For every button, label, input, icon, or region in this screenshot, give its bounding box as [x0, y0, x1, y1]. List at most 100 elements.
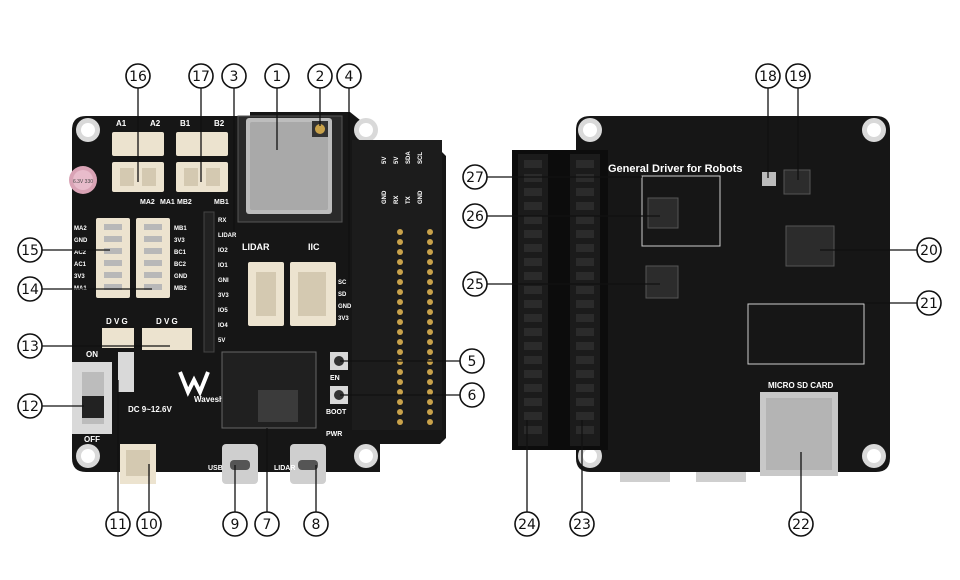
io-pin-label: LIDAR — [218, 233, 237, 239]
header-hole — [427, 319, 433, 325]
usb-c-port — [222, 444, 258, 484]
header-hole — [427, 339, 433, 345]
callout-circle — [916, 237, 942, 263]
callout-number: 19 — [789, 69, 807, 85]
label-lidar: LIDAR — [242, 242, 270, 252]
callout-number: 6 — [468, 388, 477, 404]
callout-circle — [462, 271, 488, 297]
callout-number: 23 — [573, 517, 591, 533]
io-pin-label: IO2 — [218, 248, 228, 254]
header-column-label: 5V — [394, 157, 400, 164]
callout-1: 1 — [264, 63, 290, 150]
mounting-holes-front — [76, 118, 378, 468]
header-socket — [576, 342, 594, 350]
callout-number: 9 — [231, 517, 240, 533]
header-socket — [524, 384, 542, 392]
io-pin-label: GNI — [218, 278, 229, 284]
micro-sd-slot — [760, 392, 838, 476]
power-input-connector — [120, 444, 156, 484]
encoder-connector-left — [96, 218, 130, 298]
callout-circle — [188, 63, 214, 89]
callout-25: 25 — [462, 271, 660, 297]
callout-number: 1 — [273, 69, 282, 85]
header-hole — [397, 329, 403, 335]
header-hole — [427, 349, 433, 355]
header-hole — [397, 369, 403, 375]
header-socket — [576, 356, 594, 364]
callout-10: 10 — [136, 464, 162, 537]
callout-number: 10 — [140, 517, 158, 533]
left-pin-label: 3V3 — [74, 274, 85, 280]
header-socket — [524, 426, 542, 434]
header-column-label: GND — [382, 190, 388, 204]
callout-27: 27 — [462, 164, 642, 190]
header-hole — [397, 259, 403, 265]
header-socket — [576, 272, 594, 280]
dcdc-converter — [221, 351, 317, 429]
io-pin-label: 5V — [218, 338, 225, 344]
header-socket — [576, 230, 594, 238]
header-hole — [427, 379, 433, 385]
header-hole — [427, 249, 433, 255]
callout-9: 9 — [222, 465, 248, 537]
callout-number: 21 — [920, 296, 938, 312]
left-pin-label: AC2 — [74, 250, 87, 256]
header-hole — [427, 419, 433, 425]
header-socket — [524, 272, 542, 280]
header-socket — [524, 412, 542, 420]
callout-number: 15 — [21, 243, 39, 259]
header-hole — [427, 399, 433, 405]
callout-4: 4 — [336, 63, 362, 286]
header-hole — [427, 389, 433, 395]
header-socket — [576, 202, 594, 210]
header-hole — [427, 409, 433, 415]
header-hole — [427, 359, 433, 365]
header-hole — [427, 299, 433, 305]
label-b2: B2 — [214, 119, 225, 128]
callout-circle — [125, 63, 151, 89]
left-pin-label: AC1 — [74, 262, 87, 268]
back-title: General Driver for Robots — [608, 163, 742, 175]
callout-circle — [221, 63, 247, 89]
callout-circle — [916, 290, 942, 316]
label-ma1: MA1 — [160, 199, 175, 206]
header-socket — [524, 398, 542, 406]
chip-20 — [785, 225, 835, 267]
callout-circle — [788, 511, 814, 537]
right-pin-label: MB2 — [174, 286, 187, 292]
header-hole — [397, 409, 403, 415]
header-socket — [524, 286, 542, 294]
header-socket — [524, 314, 542, 322]
callout-19: 19 — [785, 63, 811, 180]
right-pin-label: BC2 — [174, 262, 187, 268]
front-board: A1 A2 B1 B2 MA2 MA1 MB2 MB1 6.3V 330 — [69, 112, 446, 484]
callout-number: 18 — [759, 69, 777, 85]
callout-3: 3 — [221, 63, 247, 232]
callout-circle — [514, 511, 540, 537]
header-socket — [524, 258, 542, 266]
header-socket — [576, 244, 594, 252]
callout-number: 24 — [518, 517, 536, 533]
electrolytic-capacitor: 6.3V 330 — [69, 166, 97, 194]
callout-circle — [336, 63, 362, 89]
callout-circle — [785, 63, 811, 89]
chip-25 — [645, 265, 679, 299]
header-socket — [576, 426, 594, 434]
callout-16: 16 — [125, 63, 151, 182]
callout-circle — [17, 393, 43, 419]
callout-23: 23 — [569, 420, 595, 537]
header-hole — [397, 309, 403, 315]
header-hole — [427, 239, 433, 245]
encoder-connector-right — [136, 218, 170, 298]
header-socket — [576, 370, 594, 378]
header-hole — [397, 389, 403, 395]
header-socket — [576, 286, 594, 294]
header-hole — [397, 269, 403, 275]
callout-number: 27 — [466, 170, 484, 186]
callout-5: 5 — [340, 348, 485, 374]
label-brand: Waveshare — [194, 395, 237, 404]
header-socket — [524, 202, 542, 210]
